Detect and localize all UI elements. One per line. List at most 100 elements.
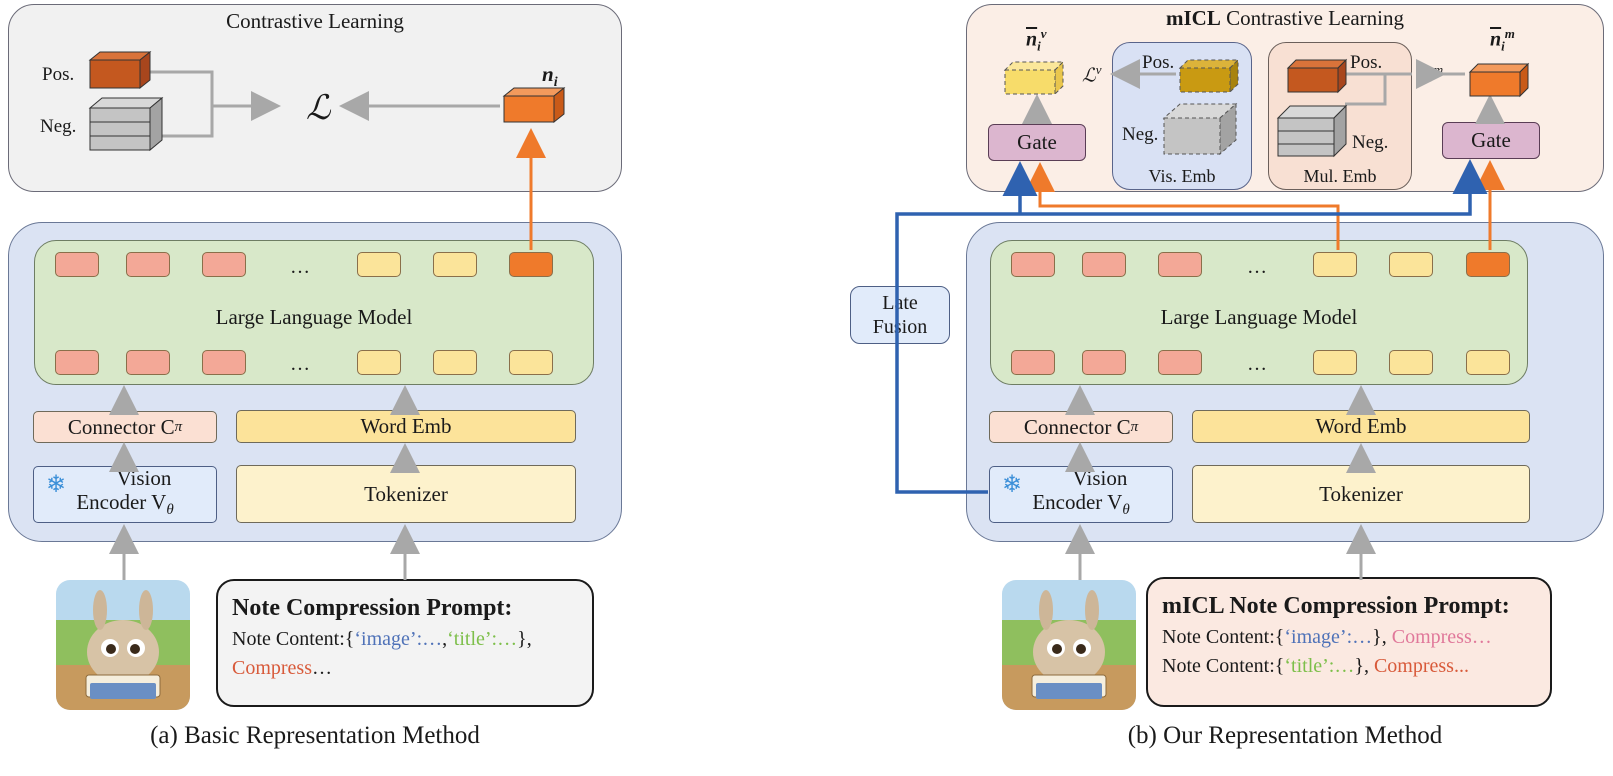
gate-vis-label: Gate — [1017, 130, 1057, 154]
left-llm-bottom-token — [55, 350, 99, 375]
left-ni-sub: i — [553, 75, 558, 91]
left-llm-top-token — [357, 252, 401, 277]
right-word-emb-text: Word Emb — [1315, 414, 1407, 438]
left-llama-image — [56, 580, 190, 710]
left-tokenizer: Tokenizer — [236, 465, 576, 523]
gate-vis: Gate — [988, 124, 1086, 161]
right-p1-d: Compress… — [1391, 626, 1492, 648]
right-p1-c: }, — [1372, 626, 1392, 648]
right-vision-line2: Encoder V — [1032, 490, 1123, 515]
nim-sub: i — [1501, 38, 1505, 54]
niv-sup: v — [1040, 26, 1047, 41]
right-snowflake-icon: ❄ — [1002, 472, 1023, 498]
left-vision-line2: Encoder V — [76, 490, 167, 515]
right-llm-bottom-token — [1466, 350, 1510, 375]
right-p1-b: ‘image’:… — [1284, 626, 1373, 648]
left-llama-svg — [56, 580, 190, 710]
left-ni-n: n — [542, 62, 554, 86]
right-llm-bottom-token — [1313, 350, 1357, 375]
right-prompt-title: mICL Note Compression Prompt: — [1162, 593, 1510, 619]
left-vision-line1: Vision — [116, 466, 172, 491]
right-llm-bottom-token — [1082, 350, 1126, 375]
right-llm-bottom-token — [1158, 350, 1202, 375]
right-p2-c: }, — [1354, 655, 1374, 677]
right-llm-top-token — [1158, 252, 1202, 277]
right-connector-sub: π — [1130, 418, 1139, 435]
right-prompt-box: mICL Note Compression Prompt: Note Conte… — [1146, 577, 1552, 707]
left-llm-bottom-token — [509, 350, 553, 375]
loss-m-sup: m — [1433, 62, 1444, 77]
gate-mul: Gate — [1442, 122, 1540, 159]
right-vision-line1: Vision — [1072, 466, 1128, 491]
left-llm-top-token — [55, 252, 99, 277]
right-p1-a: Note Content:{ — [1162, 626, 1285, 648]
right-vision-sub: θ — [1122, 502, 1130, 519]
right-llm-top-dots: … — [1247, 256, 1267, 278]
right-title-bold: mICL — [1166, 6, 1221, 30]
left-llm-top-token — [126, 252, 170, 277]
left-tokenizer-text: Tokenizer — [364, 481, 448, 506]
left-connector-text: Connector C — [67, 414, 175, 439]
left-prompt-line1: Note Content:{‘image’:…,‘title’:…}, — [232, 628, 578, 651]
left-p1-c: , — [442, 628, 448, 650]
left-llm-top-token — [202, 252, 246, 277]
left-llm-bottom-token — [126, 350, 170, 375]
right-vision-line2-wrap: Encoder Vθ — [1032, 490, 1129, 522]
left-p2-a: Compress — [232, 657, 312, 679]
left-prompt-box: Note Compression Prompt: Note Content:{‘… — [216, 579, 594, 707]
right-caption: (b) Our Representation Method — [1127, 722, 1443, 749]
right-llm-top-token — [1466, 252, 1510, 277]
left-word-emb: Word Emb — [236, 410, 576, 443]
loss-v-sup: v — [1095, 62, 1102, 77]
left-caption: (a) Basic Representation Method — [150, 722, 480, 749]
right-connector-text: Connector C — [1023, 414, 1131, 439]
nim-label: nim — [1490, 26, 1515, 55]
mul-emb-label: Mul. Emb — [1303, 166, 1377, 186]
right-llama-image — [1002, 580, 1136, 710]
late-fusion-line1: Late — [882, 292, 918, 314]
nim-sup: m — [1504, 26, 1515, 41]
left-vision-sub: θ — [166, 502, 174, 519]
left-word-emb-text: Word Emb — [360, 414, 452, 438]
left-p1-e: }, — [517, 628, 532, 650]
left-p1-b: ‘image’:… — [354, 628, 443, 650]
right-word-emb: Word Emb — [1192, 410, 1530, 443]
vis-emb-label: Vis. Emb — [1148, 166, 1216, 186]
niv-sub: i — [1037, 38, 1041, 54]
right-llm-top-token — [1082, 252, 1126, 277]
right-llama-svg — [1002, 580, 1136, 710]
left-llm-bottom-dots: … — [290, 353, 310, 375]
right-llm-bottom-token — [1011, 350, 1055, 375]
right-llm-bottom-dots: … — [1247, 353, 1267, 375]
left-p1-d: ‘title’:… — [447, 628, 518, 650]
right-prompt-line2: Note Content:{‘title’:…}, Compress... — [1162, 655, 1536, 678]
right-llm-label: Large Language Model — [1160, 305, 1358, 329]
left-loss-symbol: ℒ — [306, 90, 331, 127]
right-llm-bottom-token — [1389, 350, 1433, 375]
mul-pos-label: Pos. — [1350, 52, 1383, 73]
right-llm-top-token — [1011, 252, 1055, 277]
right-title-rest: Contrastive Learning — [1220, 6, 1404, 30]
left-llm-bottom-token — [357, 350, 401, 375]
late-fusion-box: Late Fusion — [850, 286, 950, 344]
left-p1-a: Note Content:{ — [232, 628, 355, 650]
left-prompt-line2: Compress… — [232, 657, 578, 680]
left-llm-top-token — [509, 252, 553, 277]
left-pos-label: Pos. — [42, 64, 75, 85]
right-tokenizer-text: Tokenizer — [1319, 481, 1403, 506]
gate-mul-label: Gate — [1471, 128, 1511, 152]
loss-m-label: ℒm — [1420, 62, 1443, 87]
left-p2-b: … — [312, 657, 332, 679]
left-llm-top-dots: … — [290, 256, 310, 278]
left-neg-label: Neg. — [40, 116, 77, 137]
niv-label: niv — [1026, 26, 1047, 55]
vis-neg-label: Neg. — [1122, 124, 1159, 145]
left-snowflake-icon: ❄ — [46, 472, 67, 498]
right-llm-top-token — [1313, 252, 1357, 277]
left-llm-bottom-token — [433, 350, 477, 375]
left-connector-sub: π — [174, 418, 183, 435]
left-llm-label: Large Language Model — [215, 305, 413, 329]
niv-n: n — [1026, 28, 1038, 51]
